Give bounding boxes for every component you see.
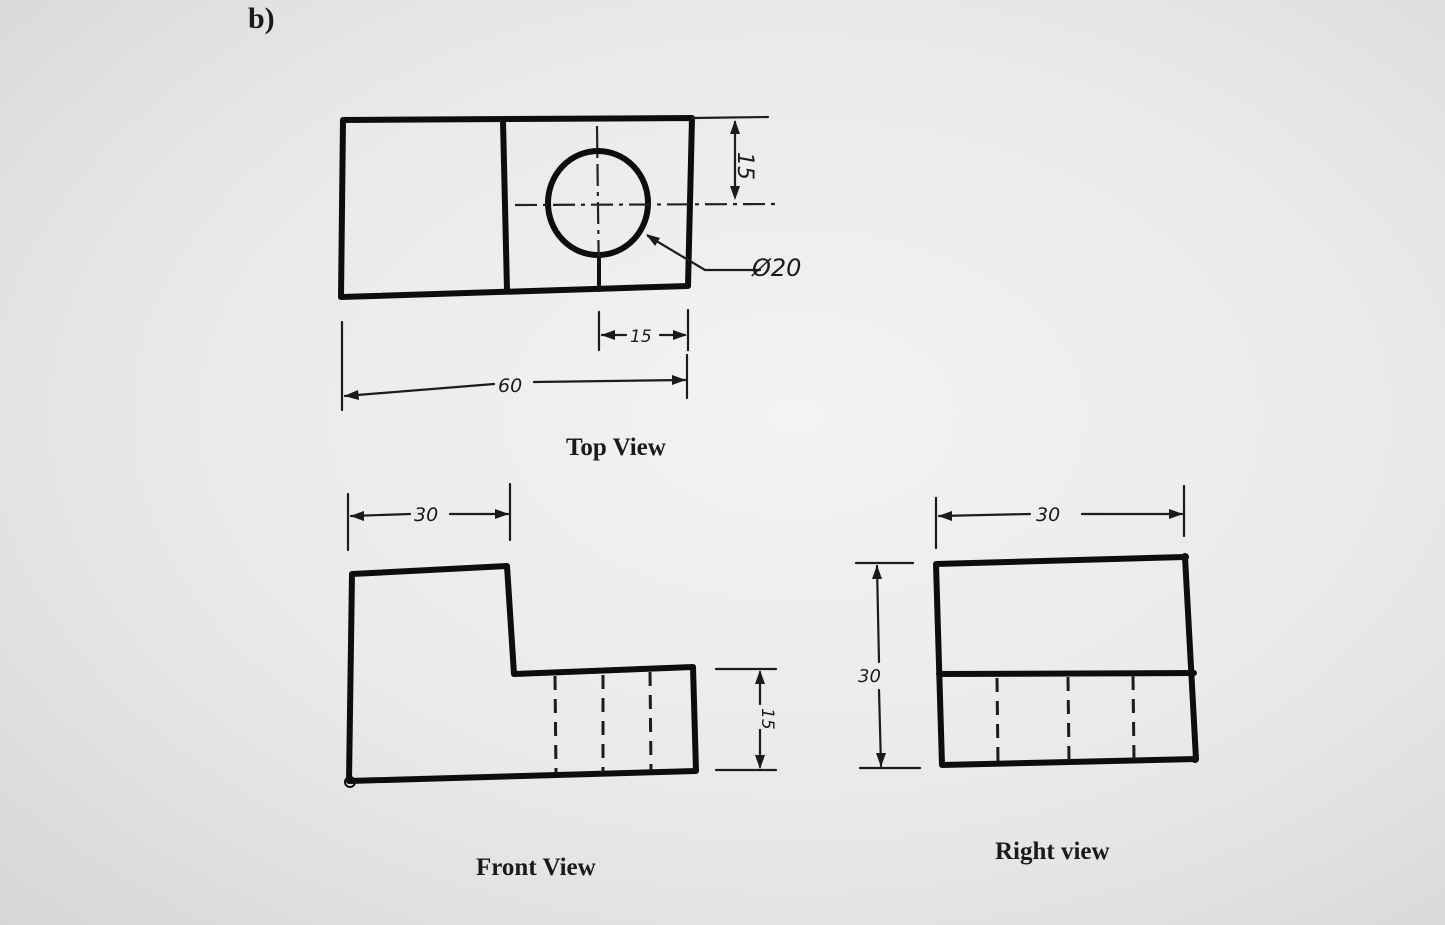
top-view-step-edge — [500, 118, 510, 293]
front-dim-15-arrow-up — [755, 670, 765, 684]
front-corner-mark — [344, 776, 356, 788]
right-hidden-line-1 — [995, 677, 1000, 764]
right-dim-30-line-left — [937, 512, 1032, 518]
right-hidden-line-2 — [1066, 676, 1071, 762]
front-hidden-line-1 — [553, 675, 558, 774]
right-dim-30v-arrow-up — [872, 565, 882, 579]
diameter-leader-arrow — [646, 234, 660, 246]
right-dim-30-arrow-right — [1169, 509, 1183, 519]
front-view: 30 15 — [344, 482, 778, 788]
top-dim-60-arrow-left — [344, 390, 359, 400]
top-dim-15h-arrow-right — [673, 330, 687, 340]
right-dim-30-arrow-left — [938, 511, 952, 521]
top-view-outline — [338, 115, 695, 300]
top-view-title: Top View — [566, 434, 666, 461]
right-dim-30v-line-top — [875, 564, 881, 664]
part-label: b) — [248, 2, 275, 35]
right-corner-dot-bottom — [1191, 755, 1199, 763]
front-dim-15-arrow-down — [755, 755, 765, 769]
front-dim-30-arrow-left — [350, 511, 364, 521]
right-view-outline — [933, 554, 1199, 768]
front-hidden-line-3 — [648, 671, 653, 771]
top-dim-15-arrow-up — [730, 120, 740, 134]
top-dim-60-line-left — [343, 382, 496, 398]
top-dim-60-text: 60 — [498, 375, 522, 397]
right-dim-30v-text: 30 — [858, 666, 881, 687]
top-dim-60-arrow-right — [672, 375, 686, 385]
right-dim-30v-arrow-down — [876, 753, 886, 767]
right-view: 30 30 — [854, 484, 1199, 770]
top-dim-15-extension-top — [690, 115, 770, 120]
diameter-leader-line — [646, 234, 762, 272]
front-dim-15-text: 15 — [757, 708, 777, 730]
right-corner-dot-top — [1181, 553, 1189, 561]
right-view-step-line — [936, 670, 1197, 677]
top-dim-15h-text: 15 — [630, 327, 652, 347]
right-hidden-line-3 — [1131, 675, 1136, 761]
right-dim-30-text: 30 — [1036, 504, 1060, 526]
diameter-text: Ø20 — [751, 254, 801, 282]
right-view-title: Right view — [995, 838, 1110, 865]
front-view-outline — [346, 563, 699, 784]
top-dim-15-vertical-text: 15 — [732, 152, 757, 180]
hole-horizontal-centerline — [514, 202, 776, 207]
top-view: 15 Ø20 15 60 — [338, 115, 801, 412]
front-dim-30-arrow-right — [495, 509, 509, 519]
top-dim-60-line-right — [532, 378, 687, 384]
top-dim-15-arrow-down — [730, 186, 740, 200]
front-dim-30-text: 30 — [414, 504, 438, 526]
front-view-title: Front View — [476, 854, 596, 881]
top-dim-15h-arrow-left — [601, 330, 615, 340]
